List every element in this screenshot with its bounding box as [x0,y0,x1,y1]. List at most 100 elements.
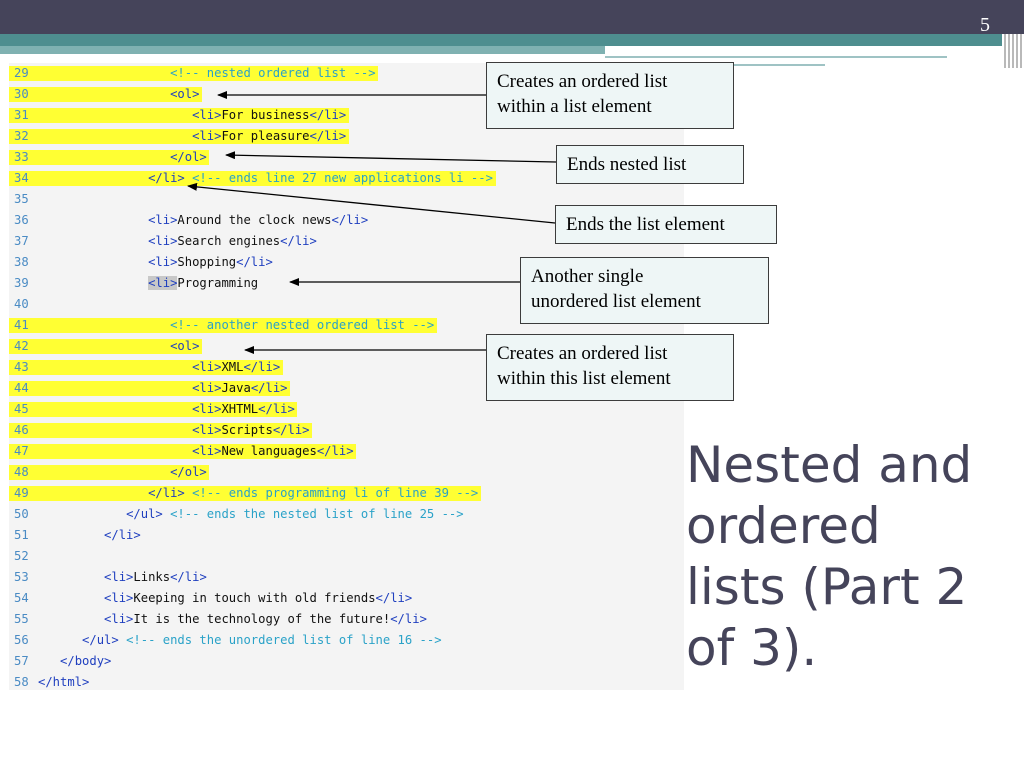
code-text: <li>Links</li> [38,567,207,588]
code-text: <!-- another nested ordered list --> [38,315,434,336]
line-highlight [9,108,349,123]
code-text: <li>Programming [38,273,258,294]
line-number: 57 [14,654,29,668]
code-text: <li>Java</li> [38,378,287,399]
code-line: 44 <li>Java</li> [9,378,684,399]
code-text: </li> <!-- ends line 27 new applications… [38,168,493,189]
line-highlight [9,423,312,438]
line-highlight [9,402,297,417]
line-number: 37 [14,234,29,248]
code-token: <li> [192,402,222,416]
line-highlight [9,129,349,144]
arrow-line [225,151,557,163]
code-text: </ol> [38,462,207,483]
code-token: <li> [104,591,134,605]
code-line: 31 <li>For business</li> [9,105,684,126]
code-token: </li> [258,402,295,416]
code-token: </li> [148,171,185,185]
code-text: <ol> [38,84,199,105]
callout-line: Another single [531,266,644,287]
code-line: 34 </li> <!-- ends line 27 new applicati… [9,168,684,189]
line-number: 53 [14,570,29,584]
code-token: </li> [309,129,347,143]
code-token: </li> [170,570,207,584]
code-token: </html> [38,675,90,689]
code-text: <li>Around the clock news</li> [38,210,368,231]
code-token: </body> [60,654,112,668]
code-line: 30 <ol> [9,84,684,105]
code-token: <!-- ends programming li of line 39 --> [192,486,479,500]
code-line: 38 <li>Shopping</li> [9,252,684,273]
line-highlight [9,318,437,333]
code-line: 57 </body> [9,651,684,672]
code-text: <li>For business</li> [38,105,346,126]
line-number: 43 [14,360,29,374]
code-line: 56 </ul> <!-- ends the unordered list of… [9,630,684,651]
code-token: <ol> [170,339,200,353]
code-token: </li> [316,444,354,458]
code-token: <li> [192,423,222,437]
line-highlight [9,66,378,81]
line-number: 47 [14,444,29,458]
line-number: 41 [14,318,29,332]
code-token: </ul> [126,507,163,521]
code-token: <li> [192,360,222,374]
code-token: Shopping [177,255,237,269]
code-token: <!-- ends the unordered list of line 16 … [126,633,442,647]
code-text: <li>It is the technology of the future!<… [38,609,427,630]
code-token: <ol> [170,87,200,101]
line-highlight [9,150,209,165]
code-token: Around the clock news [177,213,332,227]
code-token: </li> [272,423,310,437]
code-token: <!-- another nested ordered list --> [170,318,435,332]
code-token: <li> [148,234,178,248]
code-line: 36 <li>Around the clock news</li> [9,210,684,231]
code-token: </ol> [170,150,207,164]
code-token: Search engines [177,234,281,248]
code-token: <li> [148,276,178,290]
code-text: <li>Shopping</li> [38,252,273,273]
code-token: <li> [192,444,222,458]
slide-corner-lines [1002,34,1024,68]
arrow-line [187,182,556,224]
slide-title-line: lists (Part 2 [686,558,968,616]
line-number: 46 [14,423,29,437]
code-token: XML [221,360,244,374]
code-token: Programming [177,276,259,290]
line-highlight [9,171,496,186]
callout-ends-nested-list: Ends nested list [556,145,744,184]
code-token: <!-- ends the nested list of line 25 --> [170,507,464,521]
callout-line: Creates an ordered list [497,71,668,92]
code-line: 52 [9,546,684,567]
line-highlight [9,87,202,102]
code-text: <li>XHTML</li> [38,399,295,420]
line-number: 45 [14,402,29,416]
code-line: 41 <!-- another nested ordered list --> [9,315,684,336]
callout-line: Creates an ordered list [497,343,668,364]
code-token: </li> [309,108,347,122]
code-line: 29 <!-- nested ordered list --> [9,63,684,84]
callout-line: unordered list element [531,291,701,312]
line-number: 58 [14,675,29,689]
callout-ordered-list-within-this-element: Creates an ordered list within this list… [486,334,734,401]
code-line: 47 <li>New languages</li> [9,441,684,462]
line-number: 33 [14,150,29,164]
code-line: 58 </html> [9,672,684,693]
line-highlight [9,486,481,501]
code-token: </ol> [170,465,207,479]
line-number: 51 [14,528,29,542]
line-number: 32 [14,129,29,143]
callout-line: within this list element [497,368,671,389]
callout-line: within a list element [497,96,652,117]
line-number: 36 [14,213,29,227]
code-line: 46 <li>Scripts</li> [9,420,684,441]
callout-line: Ends nested list [567,154,687,175]
code-text: </ul> <!-- ends the unordered list of li… [38,630,442,651]
code-line: 55 <li>It is the technology of the futur… [9,609,684,630]
line-highlight [9,360,283,375]
code-line: 37 <li>Search engines</li> [9,231,684,252]
slide-teal-band [0,34,1024,46]
code-line: 50 </ul> <!-- ends the nested list of li… [9,504,684,525]
line-number: 40 [14,297,29,311]
